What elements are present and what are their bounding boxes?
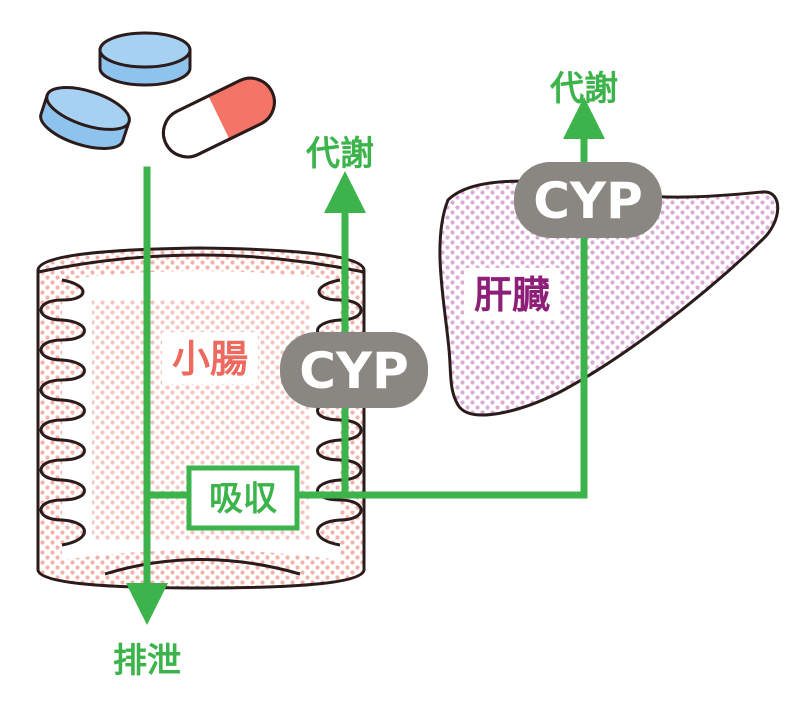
absorption-label: 吸収: [209, 479, 277, 519]
cyp-liver-badge: CYP: [514, 162, 662, 238]
absorption-box: 吸収: [186, 465, 300, 531]
metabolism-liver-label: 代謝: [549, 69, 618, 109]
cyp-intestine-label: CYP: [299, 342, 409, 400]
small-intestine-label-group: 小腸: [162, 332, 258, 384]
cyp-intestine-badge: CYP: [280, 332, 428, 408]
excretion-label: 排泄: [113, 641, 181, 681]
cyp-liver-label: CYP: [533, 172, 643, 230]
tablet-top-icon: [98, 31, 192, 87]
small-intestine-label: 小腸: [172, 337, 248, 381]
metabolism-intestine-label: 代謝: [305, 134, 374, 174]
capsule-icon: [161, 76, 276, 159]
liver-label-group: 肝臓: [464, 268, 560, 320]
tablet-left-icon: [39, 86, 131, 150]
liver-label: 肝臓: [474, 273, 550, 317]
small-intestine: [36, 246, 366, 590]
